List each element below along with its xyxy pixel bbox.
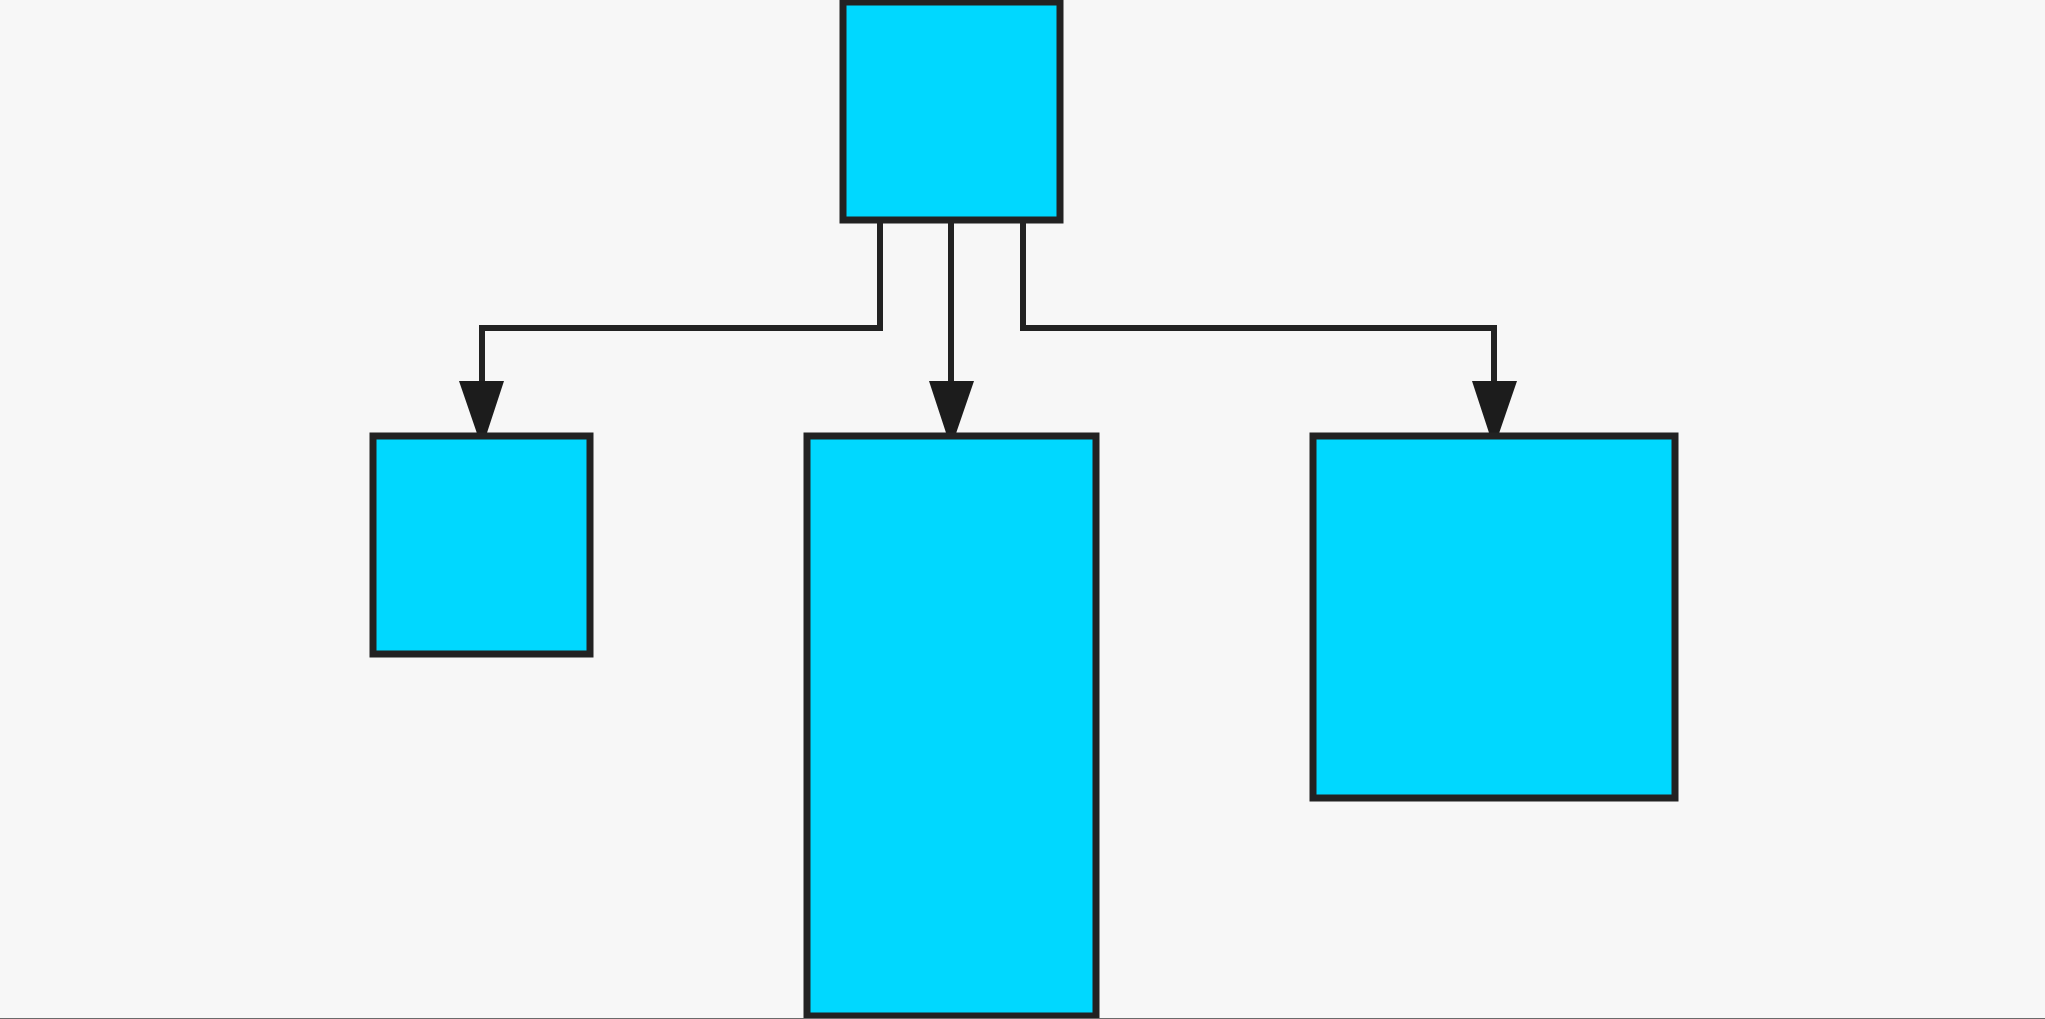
node-child-center[interactable] [803,432,1100,1019]
edge-root-to-right [1020,220,1497,386]
arrowheads-group [459,381,1517,448]
arrowhead-right [1472,381,1517,448]
node-child-right[interactable] [1309,432,1679,802]
node-child-left[interactable] [369,432,594,658]
arrowhead-center [929,381,974,448]
node-root[interactable] [839,0,1064,224]
edges-group [479,220,1497,386]
edge-root-to-left [479,220,883,386]
nodes-group [369,0,1679,1019]
arrowhead-left [459,381,504,448]
